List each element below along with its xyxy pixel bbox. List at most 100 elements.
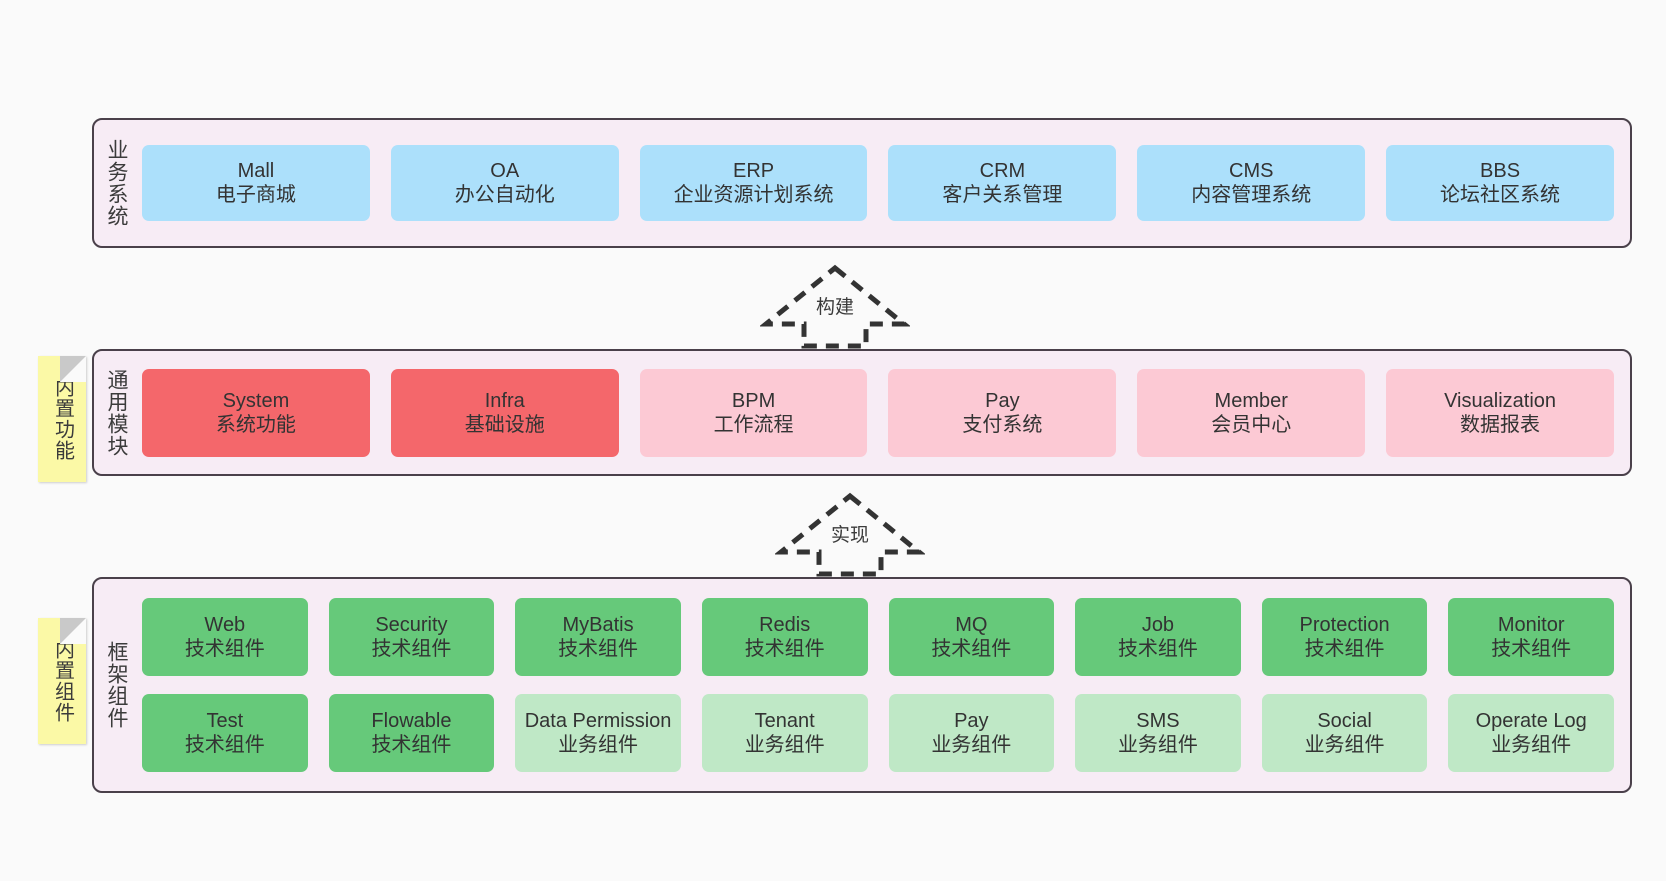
layer-business-systems-body: Mall 电子商城 OA 办公自动化 ERP 企业资源计划系统 CRM 客户关系… [138,120,1630,246]
card-mq-desc: 技术组件 [931,638,1012,660]
card-test[interactable]: Test 技术组件 [142,694,308,772]
card-erp-name: ERP [733,160,775,182]
layer-framework-components: 框架组件 Web 技术组件 Security 技术组件 MyBatis 技术组件… [92,577,1632,793]
card-job[interactable]: Job 技术组件 [1075,598,1241,676]
card-mybatis-name: MyBatis [562,614,634,636]
card-infra-name: Infra [484,389,525,412]
layer-framework-components-caption: 框架组件 [104,641,128,729]
framework-tech-row: Web 技术组件 Security 技术组件 MyBatis 技术组件 Redi… [142,598,1614,676]
connector-implement: 实现 [775,490,925,578]
connector-build-arrow-icon [760,264,910,349]
card-infra-desc: 基础设施 [464,413,545,436]
layer-framework-components-body: Web 技术组件 Security 技术组件 MyBatis 技术组件 Redi… [138,579,1630,791]
connector-build-label: 构建 [815,297,855,318]
card-sms[interactable]: SMS 业务组件 [1075,694,1241,772]
card-redis[interactable]: Redis 技术组件 [701,598,868,676]
layer-business-systems-caption: 业务系统 [104,139,128,227]
card-crm[interactable]: CRM 客户关系管理 [888,145,1117,221]
card-mybatis[interactable]: MyBatis 技术组件 [515,598,681,676]
card-monitor-desc: 技术组件 [1491,638,1572,660]
card-member[interactable]: Member 会员中心 [1137,368,1366,457]
layer-common-modules: 通用模块 System 系统功能 Infra 基础设施 BPM 工作流程 Pay [92,349,1632,476]
card-social[interactable]: Social 业务组件 [1261,694,1428,772]
business-systems-row: Mall 电子商城 OA 办公自动化 ERP 企业资源计划系统 CRM 客户关系… [142,145,1614,221]
card-visualization-name: Visualization [1444,389,1557,412]
card-cms-desc: 内容管理系统 [1191,184,1312,206]
card-pay-module[interactable]: Pay 支付系统 [888,368,1117,457]
card-mall-name: Mall [237,160,275,182]
card-social-name: Social [1317,710,1372,732]
card-tenant[interactable]: Tenant 业务组件 [701,694,868,772]
card-bpm-desc: 工作流程 [713,413,794,436]
card-visualization-desc: 数据报表 [1460,413,1541,436]
card-cms-name: CMS [1229,160,1274,182]
card-erp[interactable]: ERP 企业资源计划系统 [639,145,868,221]
card-bbs-desc: 论坛社区系统 [1440,184,1561,206]
card-member-desc: 会员中心 [1211,413,1292,436]
card-erp-desc: 企业资源计划系统 [673,184,834,206]
card-cms[interactable]: CMS 内容管理系统 [1137,145,1366,221]
card-pay-component-name: Pay [954,710,989,732]
sticky-note-builtin-function-text: 内置功能 [51,377,74,461]
layer-common-modules-caption: 通用模块 [104,368,128,457]
card-visualization[interactable]: Visualization 数据报表 [1386,368,1614,457]
card-mall[interactable]: Mall 电子商城 [142,145,370,221]
card-redis-desc: 技术组件 [744,638,825,660]
card-crm-name: CRM [979,160,1026,182]
card-protection-name: Protection [1299,614,1390,636]
framework-biz-row: Test 技术组件 Flowable 技术组件 Data Permission … [142,694,1614,772]
layer-business-systems: 业务系统 Mall 电子商城 OA 办公自动化 ERP 企业资源计划系统 CRM [92,118,1632,248]
card-monitor[interactable]: Monitor 技术组件 [1448,598,1614,676]
card-oa-name: OA [490,160,520,182]
card-system[interactable]: System 系统功能 [142,368,370,457]
sticky-note-builtin-component: 内置组件 [38,618,86,744]
card-infra[interactable]: Infra 基础设施 [390,368,619,457]
card-protection-desc: 技术组件 [1304,638,1385,660]
card-bpm[interactable]: BPM 工作流程 [639,368,868,457]
card-job-desc: 技术组件 [1117,638,1198,660]
card-job-name: Job [1141,614,1175,636]
card-data-permission-name: Data Permission [524,710,672,732]
card-data-permission-desc: 业务组件 [558,734,639,756]
card-test-desc: 技术组件 [184,734,265,756]
card-pay-component-desc: 业务组件 [931,734,1012,756]
card-data-permission[interactable]: Data Permission 业务组件 [515,694,681,772]
card-protection[interactable]: Protection 技术组件 [1261,598,1428,676]
card-security[interactable]: Security 技术组件 [328,598,495,676]
connector-implement-arrow-icon [775,492,925,577]
card-security-desc: 技术组件 [371,638,452,660]
sticky-note-builtin-component-text: 内置组件 [51,639,74,723]
card-sms-name: SMS [1136,710,1180,732]
card-security-name: Security [375,614,448,636]
card-redis-name: Redis [759,614,811,636]
card-operate-log-desc: 业务组件 [1491,734,1572,756]
card-mybatis-desc: 技术组件 [558,638,639,660]
card-mq[interactable]: MQ 技术组件 [888,598,1055,676]
card-operate-log-name: Operate Log [1475,710,1587,732]
card-oa[interactable]: OA 办公自动化 [390,145,619,221]
card-pay-module-name: Pay [985,389,1020,412]
card-system-desc: 系统功能 [215,413,296,436]
card-tenant-desc: 业务组件 [744,734,825,756]
card-web-name: Web [204,614,246,636]
card-bpm-name: BPM [731,389,776,412]
card-flowable-name: Flowable [371,710,452,732]
connector-build: 构建 [760,262,910,350]
card-sms-desc: 业务组件 [1117,734,1198,756]
card-bbs-name: BBS [1480,160,1521,182]
card-pay-component[interactable]: Pay 业务组件 [888,694,1055,772]
card-bbs[interactable]: BBS 论坛社区系统 [1386,145,1614,221]
card-tenant-name: Tenant [754,710,815,732]
card-web[interactable]: Web 技术组件 [142,598,308,676]
common-modules-row: System 系统功能 Infra 基础设施 BPM 工作流程 Pay 支付系统… [142,368,1614,457]
sticky-note-builtin-function: 内置功能 [38,356,86,482]
card-mq-name: MQ [955,614,988,636]
card-operate-log[interactable]: Operate Log 业务组件 [1448,694,1614,772]
card-web-desc: 技术组件 [184,638,265,660]
card-test-name: Test [206,710,244,732]
card-crm-desc: 客户关系管理 [942,184,1063,206]
card-monitor-name: Monitor [1497,614,1565,636]
card-flowable[interactable]: Flowable 技术组件 [328,694,495,772]
card-mall-desc: 电子商城 [215,184,296,206]
